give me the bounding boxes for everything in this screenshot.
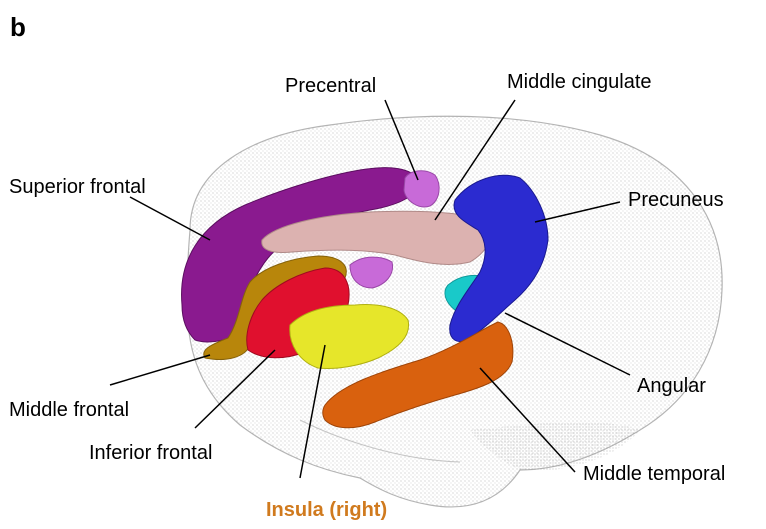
label-middle-frontal: Middle frontal xyxy=(9,400,129,420)
label-precentral: Precentral xyxy=(285,76,376,96)
label-middle-cingulate: Middle cingulate xyxy=(507,72,652,92)
label-inferior-frontal: Inferior frontal xyxy=(89,443,212,463)
label-superior-frontal: Superior frontal xyxy=(9,177,146,197)
label-angular: Angular xyxy=(637,376,706,396)
label-middle-temporal: Middle temporal xyxy=(583,464,725,484)
leader-middle-frontal xyxy=(110,355,210,385)
panel-letter: b xyxy=(10,12,26,43)
label-insula-right: Insula (right) xyxy=(266,500,387,520)
label-precuneus: Precuneus xyxy=(628,190,724,210)
